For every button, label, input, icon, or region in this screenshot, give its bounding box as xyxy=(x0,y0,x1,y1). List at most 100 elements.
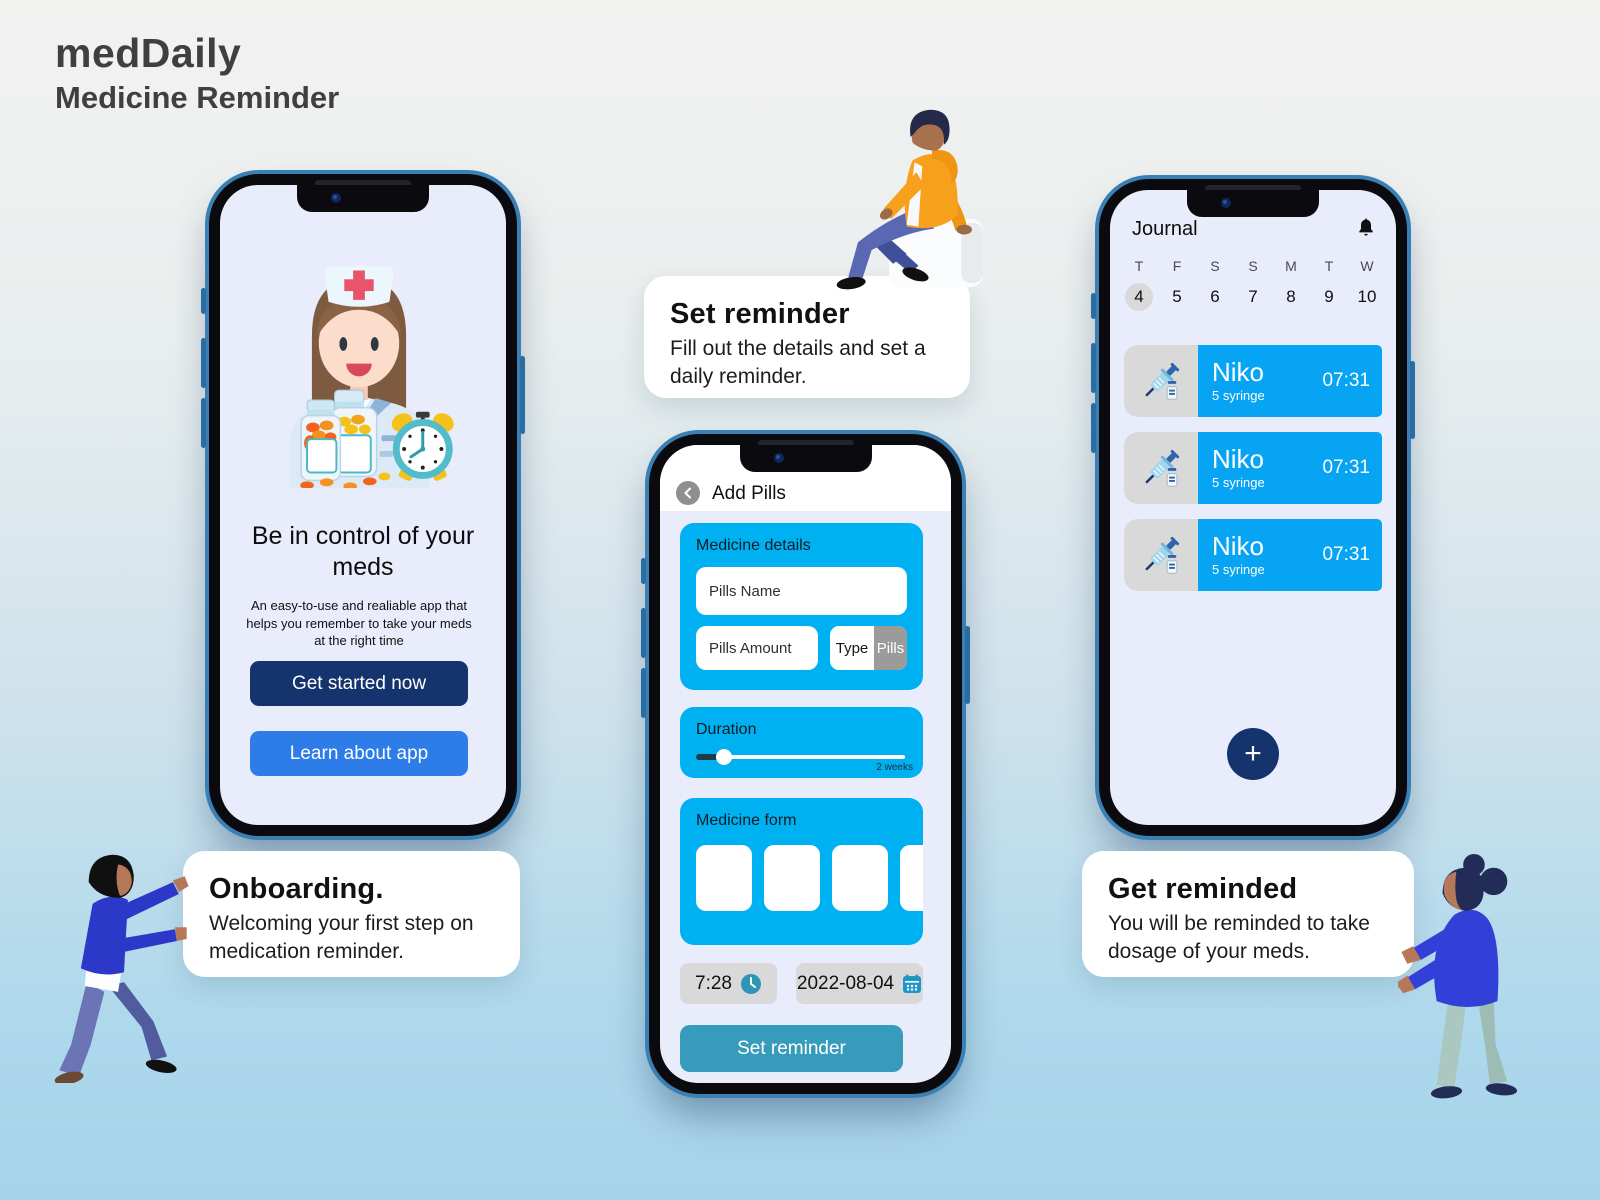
entry-icon-box xyxy=(1124,345,1198,417)
duration-value: 2 weeks xyxy=(876,762,913,773)
camera-dot xyxy=(1221,198,1231,208)
type-label: Type xyxy=(835,639,869,657)
day-letter: M xyxy=(1285,258,1297,274)
day-letter: F xyxy=(1172,258,1182,274)
entry-time: 07:31 xyxy=(1322,370,1370,391)
sitting-person-illustration xyxy=(836,109,983,290)
plus-icon: + xyxy=(1244,737,1262,770)
journal-title: Journal xyxy=(1132,218,1198,240)
volume-down-button xyxy=(201,398,206,448)
calendar-icon xyxy=(903,974,922,993)
onboarding-body: An easy-to-use and realiable app that he… xyxy=(246,598,472,649)
bell-icon[interactable] xyxy=(1356,218,1376,238)
callout-title: Get reminded xyxy=(1108,873,1298,905)
medicine-form-card: Medicine form xyxy=(680,798,923,945)
volume-down-button xyxy=(641,668,646,718)
day-number[interactable]: 10 xyxy=(1357,287,1377,306)
entry-time: 07:31 xyxy=(1322,544,1370,565)
add-reminder-button[interactable]: + xyxy=(1227,728,1279,780)
get-started-button[interactable]: Get started now xyxy=(250,661,468,706)
mute-switch xyxy=(641,558,646,584)
phone-bezel: Be in control of your meds An easy-to-us… xyxy=(209,174,517,836)
medicine-form-option[interactable] xyxy=(900,845,923,911)
entry-card: Niko 5 syringe 07:31 xyxy=(1198,519,1382,591)
standing-person-illustration xyxy=(1398,853,1518,1099)
duration-slider[interactable] xyxy=(696,749,907,765)
entry-card: Niko 5 syringe 07:31 xyxy=(1198,345,1382,417)
day-letter: W xyxy=(1360,258,1374,274)
journal-entry[interactable]: Niko 5 syringe 07:31 xyxy=(1124,345,1382,417)
journal-screen: Journal T 4 F 5 S xyxy=(1110,190,1396,825)
medicine-details-card: Medicine details Type Pills xyxy=(680,523,923,690)
learn-about-button[interactable]: Learn about app xyxy=(250,731,468,776)
volume-up-button xyxy=(201,338,206,388)
calendar-day[interactable]: W 10 xyxy=(1348,258,1386,311)
entry-dose: 5 syringe xyxy=(1212,388,1265,404)
medicine-form-option[interactable] xyxy=(696,845,752,911)
entry-time: 07:31 xyxy=(1322,457,1370,478)
day-number-selected[interactable]: 4 xyxy=(1125,283,1153,311)
calendar-day[interactable]: S 7 xyxy=(1234,258,1272,311)
pushing-person-illustration xyxy=(54,854,189,1083)
entry-dose: 5 syringe xyxy=(1212,475,1265,491)
callout-get-reminded: Get reminded You will be reminded to tak… xyxy=(1082,851,1414,977)
calendar-day[interactable]: S 6 xyxy=(1196,258,1234,311)
day-number[interactable]: 8 xyxy=(1286,287,1296,306)
onboarding-heading: Be in control of your meds xyxy=(251,522,475,582)
calendar-day[interactable]: F 5 xyxy=(1158,258,1196,311)
slider-fill xyxy=(696,754,724,760)
entry-dose: 5 syringe xyxy=(1212,562,1265,578)
day-number[interactable]: 9 xyxy=(1324,287,1334,306)
phone-onboarding: Be in control of your meds An easy-to-us… xyxy=(201,170,525,840)
type-selector[interactable]: Type Pills xyxy=(830,626,907,670)
speaker-slot xyxy=(1205,185,1301,192)
phone-add-pills: Add Pills Medicine details Type Pills Du… xyxy=(641,430,970,1098)
slider-track xyxy=(696,755,905,759)
phone-bezel: Journal T 4 F 5 S xyxy=(1099,179,1407,836)
entry-icon-box xyxy=(1124,519,1198,591)
onboarding-screen: Be in control of your meds An easy-to-us… xyxy=(220,185,506,825)
pills-name-input[interactable] xyxy=(696,567,907,615)
power-button xyxy=(965,626,970,704)
mute-switch xyxy=(1091,293,1096,319)
nurse-illustration xyxy=(289,266,454,489)
speaker-slot xyxy=(757,440,854,447)
syringe-icon xyxy=(1145,449,1180,487)
medicine-form-option[interactable] xyxy=(764,845,820,911)
volume-down-button xyxy=(1091,403,1096,453)
journal-entry[interactable]: Niko 5 syringe 07:31 xyxy=(1124,432,1382,504)
day-letter: T xyxy=(1134,258,1144,274)
day-letter: S xyxy=(1248,258,1258,274)
notch xyxy=(1187,190,1319,217)
type-value[interactable]: Pills xyxy=(874,626,907,670)
time-picker[interactable]: 7:28 xyxy=(680,963,777,1004)
journal-entry[interactable]: Niko 5 syringe 07:31 xyxy=(1124,519,1382,591)
calendar-day[interactable]: T 4 xyxy=(1120,258,1158,311)
phone-bezel: Add Pills Medicine details Type Pills Du… xyxy=(649,434,962,1094)
day-number[interactable]: 7 xyxy=(1248,287,1258,306)
calendar-day[interactable]: M 8 xyxy=(1272,258,1310,311)
notch xyxy=(739,445,872,472)
slider-thumb[interactable] xyxy=(716,749,732,765)
app-subtitle: Medicine Reminder xyxy=(55,80,340,115)
day-number[interactable]: 5 xyxy=(1172,287,1182,306)
speaker-slot xyxy=(315,180,411,187)
journal-entries: Niko 5 syringe 07:31 xyxy=(1124,345,1382,606)
pills-amount-input[interactable] xyxy=(696,626,818,670)
add-pills-screen: Add Pills Medicine details Type Pills Du… xyxy=(660,445,951,1083)
entry-name: Niko xyxy=(1212,530,1265,561)
date-value: 2022-08-04 xyxy=(796,972,895,994)
date-picker[interactable]: 2022-08-04 xyxy=(796,963,923,1004)
time-value: 7:28 xyxy=(695,972,732,994)
back-button[interactable] xyxy=(676,481,700,505)
day-number[interactable]: 6 xyxy=(1210,287,1220,306)
medicine-details-title: Medicine details xyxy=(696,537,811,554)
syringe-icon xyxy=(1145,536,1180,574)
day-letter: S xyxy=(1210,258,1220,274)
medicine-form-options xyxy=(696,845,923,911)
camera-dot xyxy=(331,193,341,203)
entry-name: Niko xyxy=(1212,356,1265,387)
medicine-form-option[interactable] xyxy=(832,845,888,911)
calendar-day[interactable]: T 9 xyxy=(1310,258,1348,311)
set-reminder-button[interactable]: Set reminder xyxy=(680,1025,903,1072)
